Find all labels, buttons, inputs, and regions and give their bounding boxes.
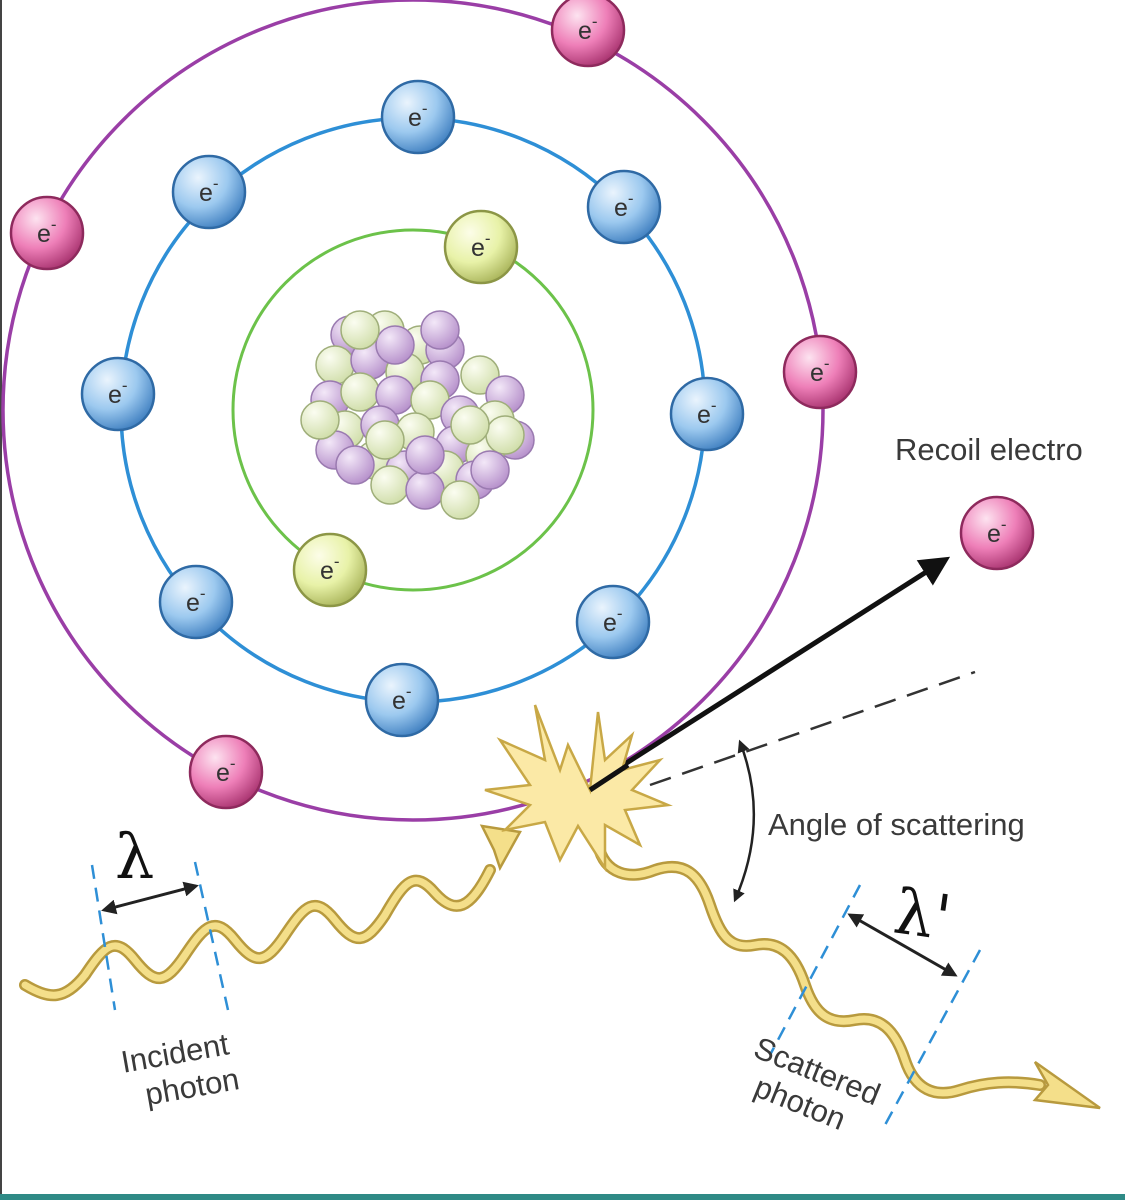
electron-charge: - <box>485 229 491 248</box>
electron-charge: - <box>617 604 623 623</box>
electron: e- <box>292 532 368 608</box>
nucleus-neutron <box>450 405 490 445</box>
electron-charge: - <box>51 215 57 234</box>
electron-charge: - <box>122 376 128 395</box>
nucleus-proton <box>405 470 445 510</box>
electron: e- <box>443 209 519 285</box>
electron-sphere <box>959 495 1035 571</box>
nucleus-proton <box>375 325 415 365</box>
electron-charge: - <box>824 354 830 373</box>
electron-charge: - <box>592 12 598 31</box>
scattered-wavelength-marker-1 <box>768 884 862 1056</box>
electron: e- <box>80 356 156 432</box>
incident-wavelength-marker-1 <box>90 864 117 1011</box>
electron: e- <box>364 662 440 738</box>
electron: e- <box>188 734 264 810</box>
electron-charge: - <box>230 754 236 773</box>
scattered-photon-arrowhead <box>1032 1060 1101 1110</box>
electron: e- <box>782 334 858 410</box>
electron-charge: - <box>334 552 340 571</box>
reference-dashed-line <box>649 670 976 787</box>
nucleus-neutron <box>340 372 380 412</box>
electron-charge: - <box>628 189 634 208</box>
electron-sphere <box>782 334 858 410</box>
recoil-arrow-origin <box>588 762 630 793</box>
electrons: e-e-e-e-e-e-e-e-e-e-e-e-e-e-e- <box>9 0 1035 810</box>
electron-sphere <box>80 356 156 432</box>
nucleus-neutron <box>300 400 340 440</box>
incident-photon-label: Incident photon <box>118 1026 241 1112</box>
nucleus-neutron <box>485 415 525 455</box>
incident-photon-wave-fill <box>21 866 494 999</box>
electron-sphere <box>443 209 519 285</box>
recoil-electron: e- <box>959 495 1035 571</box>
electron: e- <box>158 564 234 640</box>
bottom-strip <box>0 1194 1125 1200</box>
outer-shell <box>1 0 825 822</box>
electron: e- <box>575 584 651 660</box>
electron-sphere <box>292 532 368 608</box>
electron-sphere <box>171 154 247 230</box>
electron-sphere <box>586 169 662 245</box>
scattered-wavelength-symbol: λ' <box>890 875 956 955</box>
electron: e- <box>550 0 626 68</box>
electron: e- <box>669 376 745 452</box>
nucleus-proton <box>470 450 510 490</box>
electron-charge: - <box>422 99 428 118</box>
electron: e- <box>380 79 456 155</box>
electron-charge: - <box>406 682 412 701</box>
nucleus-neutron <box>340 310 380 350</box>
nucleus-proton <box>420 310 460 350</box>
incident-wavelength-arrow <box>101 881 199 915</box>
electron-sphere <box>669 376 745 452</box>
electron-charge: - <box>200 584 206 603</box>
electron: e- <box>171 154 247 230</box>
scattered-wavelength-marker-2 <box>883 949 982 1126</box>
electron-sphere <box>364 662 440 738</box>
electron-sphere <box>550 0 626 68</box>
scattered-wavelength-arrow <box>847 913 958 977</box>
electron: e- <box>586 169 662 245</box>
scattered-photon-label: Scattered photon <box>749 1030 885 1137</box>
incident-wavelength-marker-2 <box>193 861 230 1011</box>
nucleus-neutron <box>370 465 410 505</box>
electron-charge: - <box>213 174 219 193</box>
recoil-arrow <box>590 556 951 788</box>
incident-photon-arrowhead <box>479 824 522 872</box>
nucleus-neutron <box>440 480 480 520</box>
electron-sphere <box>188 734 264 810</box>
electron-sphere <box>158 564 234 640</box>
recoil-electron-label: Recoil electro <box>895 432 1083 467</box>
nucleus-proton <box>335 445 375 485</box>
electron: e- <box>9 195 85 271</box>
electron-sphere <box>380 79 456 155</box>
nucleus-neutron <box>365 420 405 460</box>
electron-sphere <box>9 195 85 271</box>
nucleus <box>300 310 535 520</box>
angle-of-scattering-label: Angle of scattering <box>768 807 1025 842</box>
angle-arc <box>733 739 756 903</box>
electron-charge: - <box>711 396 717 415</box>
inner-shell <box>231 228 595 592</box>
electron-charge: - <box>1001 515 1007 534</box>
nucleus-proton <box>405 435 445 475</box>
scattered-photon-wave-fill <box>594 841 1044 1097</box>
electron-sphere <box>575 584 651 660</box>
incident-wavelength-symbol: λ <box>115 820 154 893</box>
